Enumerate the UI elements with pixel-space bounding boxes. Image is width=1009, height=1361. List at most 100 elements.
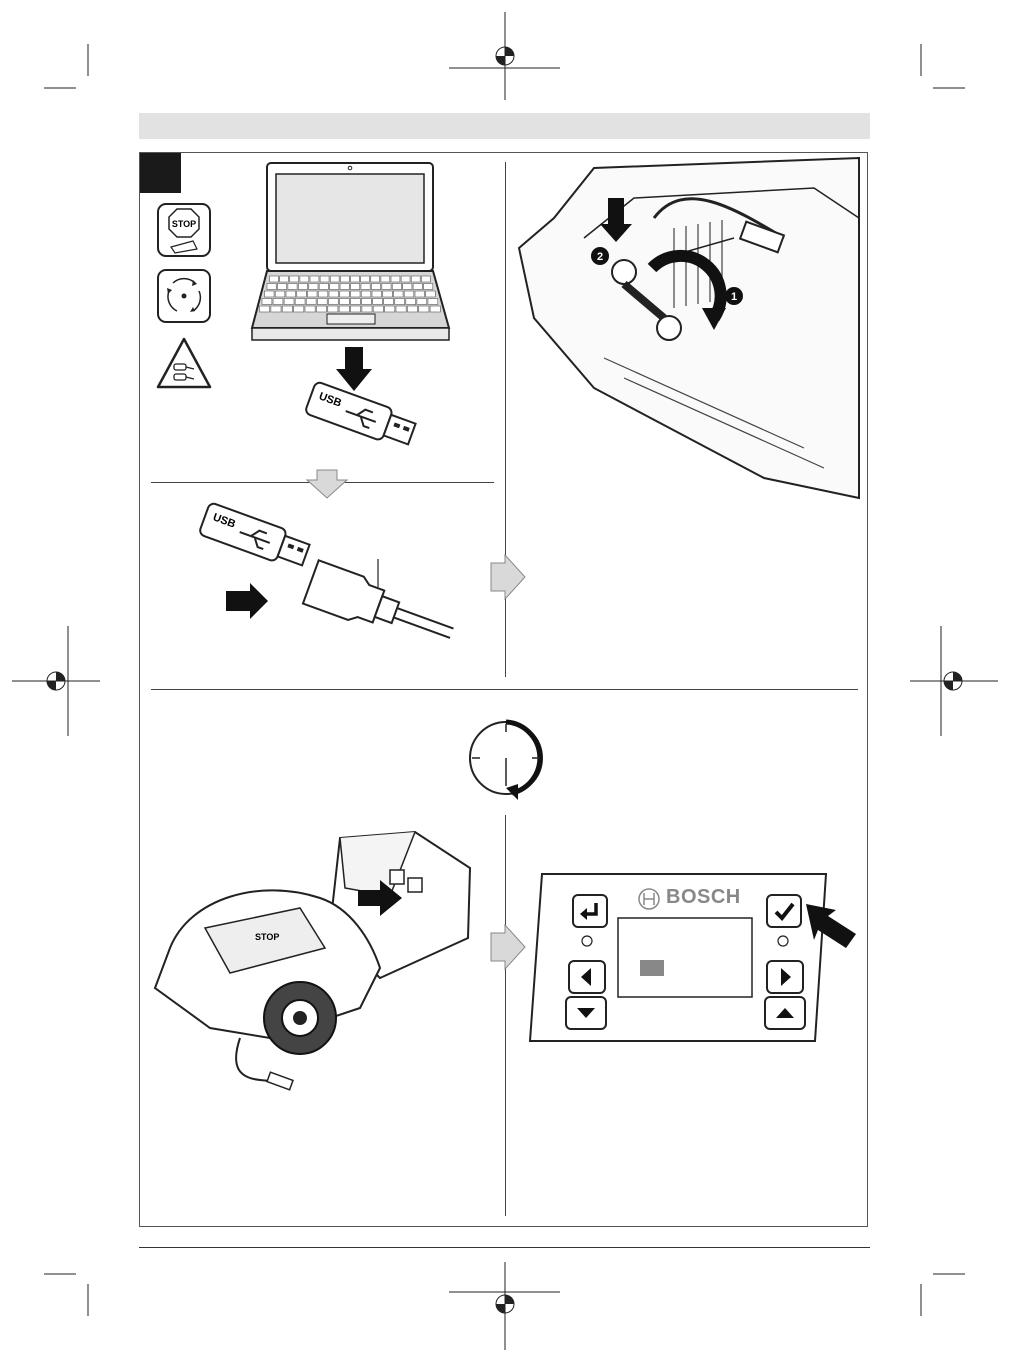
keyboard-key xyxy=(385,306,395,312)
arrow-up-icon xyxy=(766,998,804,1028)
divider-middle xyxy=(151,689,858,690)
keyboard-key xyxy=(297,291,307,297)
keyboard-key xyxy=(319,284,328,290)
keyboard-key xyxy=(290,276,299,282)
arrow-right-icon xyxy=(768,962,802,992)
keyboard-key xyxy=(286,291,296,297)
footer-line xyxy=(139,1247,870,1248)
usb-stick-cable-illustration: USB xyxy=(192,505,472,675)
mower-usb-port-illustration: 2 1 xyxy=(514,158,859,498)
keyboard-key xyxy=(339,299,349,305)
keyboard-key xyxy=(411,276,420,282)
divider-top xyxy=(505,162,506,677)
keyboard-key xyxy=(298,284,307,290)
keyboard-key xyxy=(295,299,305,305)
arrow-right-button[interactable] xyxy=(766,960,804,994)
keyboard-key xyxy=(260,306,270,312)
keyboard-key xyxy=(339,306,349,312)
stop-sign-icon: STOP xyxy=(157,203,211,257)
arrow-down-button[interactable] xyxy=(565,996,607,1030)
keyboard-key xyxy=(395,299,405,305)
keyboard-key xyxy=(392,284,401,290)
arrow-down-icon xyxy=(567,998,605,1028)
keyboard-key xyxy=(407,306,417,312)
keyboard-key xyxy=(277,284,286,290)
divider-bottom xyxy=(505,815,506,1216)
keyboard-key xyxy=(371,284,380,290)
keyboard-key xyxy=(271,306,281,312)
keyboard-key xyxy=(316,306,326,312)
keyboard-key xyxy=(421,276,430,282)
keyboard-key xyxy=(430,306,440,312)
keyboard-key xyxy=(361,291,371,297)
callout-2: 2 xyxy=(597,251,603,263)
keyboard-key xyxy=(417,299,427,305)
keyboard-key xyxy=(273,299,283,305)
keyboard-key xyxy=(300,276,309,282)
keyboard-key xyxy=(384,299,394,305)
keyboard-key xyxy=(318,291,328,297)
keyboard-key xyxy=(351,306,361,312)
check-icon xyxy=(768,896,800,926)
keyboard-key xyxy=(340,284,349,290)
keyboard-key xyxy=(309,284,318,290)
keyboard-key xyxy=(351,276,360,282)
keyboard-key xyxy=(330,284,339,290)
keyboard-key xyxy=(308,291,318,297)
keyboard-key xyxy=(404,291,414,297)
keyboard-key xyxy=(270,276,279,282)
keyboard-key xyxy=(351,291,361,297)
keyboard-key xyxy=(284,299,294,305)
enter-icon xyxy=(574,896,606,926)
keyboard-key xyxy=(394,291,404,297)
arrow-up-button[interactable] xyxy=(764,996,806,1030)
keyboard-key xyxy=(371,276,380,282)
rotation-blades-icon xyxy=(157,269,211,323)
stop-sign-text: STOP xyxy=(172,219,196,229)
warning-triangle-icon xyxy=(156,336,212,390)
press-arrow-icon xyxy=(804,900,860,950)
keyboard-key xyxy=(391,276,400,282)
keyboard-key xyxy=(424,284,433,290)
keyboard-key xyxy=(383,291,393,297)
keyboard-key xyxy=(373,299,383,305)
callout-1: 1 xyxy=(731,291,737,303)
keyboard-key xyxy=(396,306,406,312)
keyboard-key xyxy=(401,276,410,282)
laptop-illustration xyxy=(255,162,455,342)
enter-button[interactable] xyxy=(572,894,608,928)
keyboard-key xyxy=(361,284,370,290)
keyboard-key xyxy=(362,306,372,312)
keyboard-key xyxy=(373,306,383,312)
keyboard-key xyxy=(320,276,329,282)
keyboard-key xyxy=(426,291,436,297)
keyboard-key xyxy=(381,276,390,282)
keyboard-key xyxy=(265,291,275,297)
arrow-right-gray-icon-top xyxy=(491,555,527,599)
keyboard-key xyxy=(351,299,361,305)
robot-mower-illustration: STOP xyxy=(150,828,490,1108)
keyboard-key xyxy=(262,299,272,305)
keyboard-key xyxy=(428,299,438,305)
keyboard-key xyxy=(406,299,416,305)
keyboard-key xyxy=(328,306,338,312)
arrow-left-button[interactable] xyxy=(568,960,606,994)
usb-stick-illustration: USB xyxy=(298,384,418,464)
keyboard-key xyxy=(351,284,360,290)
figure-number-tab xyxy=(140,153,181,193)
control-panel: BOSCH xyxy=(528,872,829,1043)
keyboard-key xyxy=(403,284,412,290)
keyboard-key xyxy=(306,299,316,305)
keyboard-key xyxy=(275,291,285,297)
arrow-right-gray-icon-bottom xyxy=(491,925,527,969)
keyboard-key xyxy=(413,284,422,290)
timer-icon xyxy=(462,714,552,804)
keyboard-key xyxy=(361,276,370,282)
check-button[interactable] xyxy=(766,894,802,928)
keyboard-key xyxy=(317,299,327,305)
keyboard-key xyxy=(340,276,349,282)
arrow-down-gray-icon xyxy=(307,470,351,500)
brand-logo-text: BOSCH xyxy=(666,886,741,909)
arrow-left-icon xyxy=(570,962,604,992)
keyboard-key xyxy=(330,276,339,282)
